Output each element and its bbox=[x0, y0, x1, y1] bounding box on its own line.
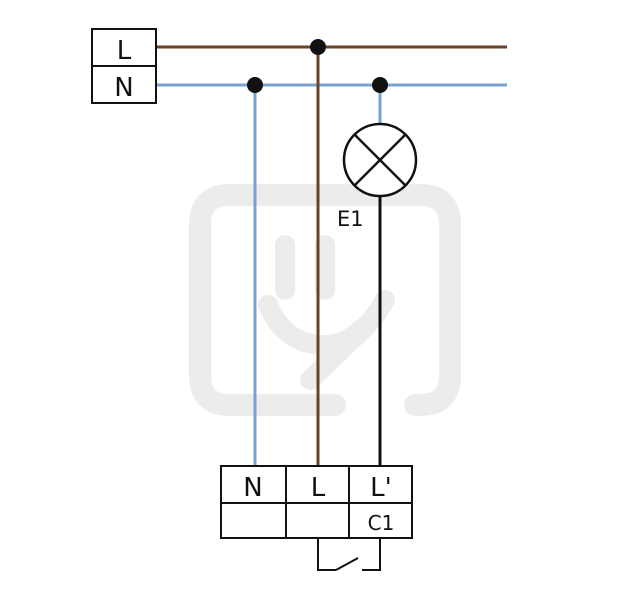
lamp-symbol bbox=[342, 122, 418, 198]
lamp-label: E1 bbox=[337, 207, 364, 231]
junction-dot-neutral-right bbox=[372, 77, 388, 93]
plug-logo-watermark-icon bbox=[189, 184, 461, 416]
device-switched-line-label: L' bbox=[370, 473, 392, 503]
switch-contact-symbol bbox=[317, 538, 381, 571]
device-contact-label: C1 bbox=[368, 511, 395, 535]
device-neutral-label: N bbox=[243, 473, 262, 503]
device-line-label: L bbox=[311, 473, 326, 503]
wires bbox=[157, 45, 507, 466]
junction-dot-neutral-left bbox=[247, 77, 263, 93]
device-terminal-block: N L L' C1 bbox=[220, 465, 413, 539]
junction-dot-line bbox=[310, 39, 326, 55]
supply-neutral-label: N bbox=[114, 73, 133, 103]
supply-line-label: L bbox=[117, 36, 132, 66]
supply-terminal-block: L N bbox=[91, 28, 157, 104]
